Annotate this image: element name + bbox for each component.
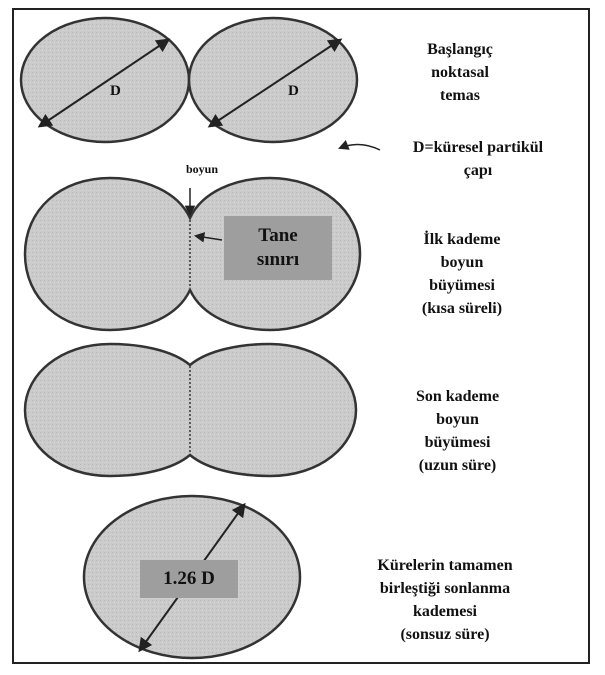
stage4-caption: Kürelerin tamamen birleştiği sonlanma ka… [350, 554, 540, 646]
neck-label: boyun [186, 162, 246, 176]
stage1-spheres [21, 18, 380, 150]
stage2-caption: İlk kademe boyun büyümesi (kısa süreli) [392, 228, 532, 320]
stage1-left-d-label: D [110, 80, 121, 103]
stage1-right-d-label: D [288, 80, 299, 103]
diameter-note-pointer [340, 144, 380, 150]
stage1-left-sphere [21, 18, 189, 142]
stage4-diameter-label: 1.26 D [140, 560, 238, 598]
diameter-note: D=küresel partikül çapı [388, 136, 568, 182]
stage1-caption: Başlangıç noktasal temas [390, 38, 530, 107]
stage3-particles [25, 344, 356, 476]
grain-boundary-label: Tane sınırı [224, 216, 332, 280]
stage3-caption: Son kademe boyun büyümesi (uzun süre) [385, 385, 530, 477]
